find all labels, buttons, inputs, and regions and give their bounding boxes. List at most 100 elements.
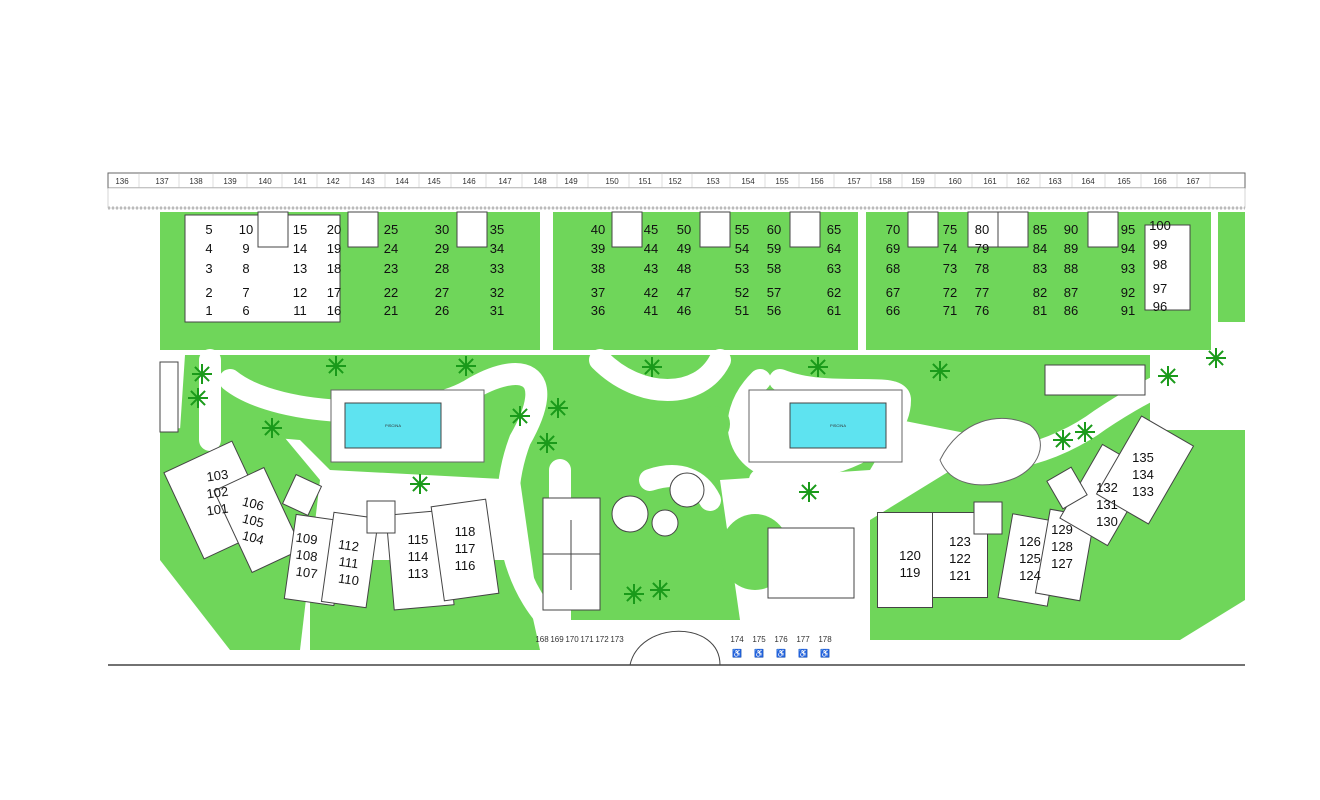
unit-number: 31 — [490, 303, 504, 318]
unit-number: 39 — [591, 241, 605, 256]
unit-number: 4 — [205, 241, 212, 256]
palm-tree-icon — [1158, 366, 1178, 386]
palm-tree-icon — [1053, 430, 1073, 450]
stair-core — [366, 500, 396, 534]
unit-number: 121 — [949, 568, 971, 583]
stair-core — [257, 211, 289, 248]
unit-number: 13 — [293, 261, 307, 276]
stair-core — [907, 211, 939, 248]
unit-number: 132 — [1096, 480, 1118, 495]
parking-space-number: 173 — [610, 635, 624, 644]
unit-number: 25 — [384, 222, 398, 237]
parking-space-number: 171 — [580, 635, 594, 644]
unit-number: 111 — [338, 554, 360, 572]
unit-number: 131 — [1096, 497, 1118, 512]
apartment-block — [320, 511, 380, 609]
unit-number: 46 — [677, 303, 691, 318]
unit-number: 71 — [943, 303, 957, 318]
apartment-block — [877, 512, 933, 608]
parking-space-number: 157 — [847, 177, 861, 186]
unit-number: 130 — [1096, 514, 1118, 529]
unit-number: 125 — [1019, 551, 1041, 566]
unit-number: 92 — [1121, 285, 1135, 300]
parking-space-number: 150 — [605, 177, 619, 186]
palm-tree-icon — [192, 364, 212, 384]
stair-core — [456, 211, 488, 248]
stair-core — [1046, 466, 1088, 510]
unit-number: 88 — [1064, 261, 1078, 276]
unit-number: 72 — [943, 285, 957, 300]
palm-trees — [188, 348, 1226, 604]
top-building-row — [184, 211, 1191, 323]
unit-number: 82 — [1033, 285, 1047, 300]
unit-number: 5 — [205, 222, 212, 237]
parking-space-number: 138 — [189, 177, 203, 186]
unit-number: 128 — [1051, 539, 1073, 554]
palm-tree-icon — [808, 357, 828, 377]
unit-number: 81 — [1033, 303, 1047, 318]
unit-number: 76 — [975, 303, 989, 318]
parking-space-number: 158 — [878, 177, 892, 186]
unit-number: 117 — [455, 541, 476, 556]
pool-label: PISCINA — [830, 423, 846, 428]
lawn-island — [698, 406, 730, 442]
unit-number: 114 — [408, 549, 429, 564]
unit-number: 61 — [827, 303, 841, 318]
pool-right: PISCINA — [748, 389, 903, 463]
parking-space-number: 176 — [774, 635, 788, 644]
unit-number: 127 — [1051, 556, 1073, 571]
unit-number: 94 — [1121, 241, 1135, 256]
unit-number: 58 — [767, 261, 781, 276]
unit-number: 105 — [241, 511, 266, 531]
unit-number: 2 — [205, 285, 212, 300]
unit-number: 110 — [337, 571, 360, 589]
apartment-block — [430, 498, 500, 602]
unit-number: 55 — [735, 222, 749, 237]
unit-number: 118 — [455, 524, 476, 539]
parking-space-number: 169 — [550, 635, 564, 644]
unit-number: 99 — [1153, 237, 1167, 252]
unit-number: 20 — [327, 222, 341, 237]
unit-number: 43 — [644, 261, 658, 276]
bottom-entrance — [108, 630, 1245, 666]
unit-number: 26 — [435, 303, 449, 318]
unit-number: 35 — [490, 222, 504, 237]
unit-number: 101 — [206, 501, 230, 519]
unit-number: 59 — [767, 241, 781, 256]
stair-core — [997, 211, 1029, 248]
unit-number: 53 — [735, 261, 749, 276]
stair-core — [973, 501, 1003, 535]
unit-number: 10 — [239, 222, 253, 237]
unit-number: 133 — [1132, 484, 1154, 499]
unit-number: 106 — [241, 494, 266, 514]
parking-space-number: 146 — [462, 177, 476, 186]
parking-space-number: 163 — [1048, 177, 1062, 186]
unit-number: 45 — [644, 222, 658, 237]
parking-space-number: 156 — [810, 177, 824, 186]
parking-space-number: 174 — [730, 635, 744, 644]
unit-number: 102 — [206, 484, 230, 502]
unit-number: 21 — [384, 303, 398, 318]
unit-number: 108 — [295, 547, 319, 565]
unit-number: 135 — [1132, 450, 1154, 465]
palm-tree-icon — [456, 356, 476, 376]
palm-tree-icon — [624, 584, 644, 604]
pond — [939, 417, 1041, 486]
unit-number: 120 — [899, 548, 921, 563]
parking-space-number: 165 — [1117, 177, 1131, 186]
unit-number: 97 — [1153, 281, 1167, 296]
stair-core — [347, 211, 379, 248]
parking-space-number: 151 — [638, 177, 652, 186]
unit-number: 129 — [1051, 522, 1073, 537]
unit-number: 87 — [1064, 285, 1078, 300]
playground — [611, 472, 705, 537]
unit-number: 17 — [327, 285, 341, 300]
accessible-parking-icon: ♿ — [798, 648, 808, 658]
unit-number: 7 — [242, 285, 249, 300]
parking-space-number: 139 — [223, 177, 237, 186]
palm-tree-icon — [642, 357, 662, 377]
pool-label: PISCINA — [385, 423, 401, 428]
stair-core — [967, 211, 999, 248]
